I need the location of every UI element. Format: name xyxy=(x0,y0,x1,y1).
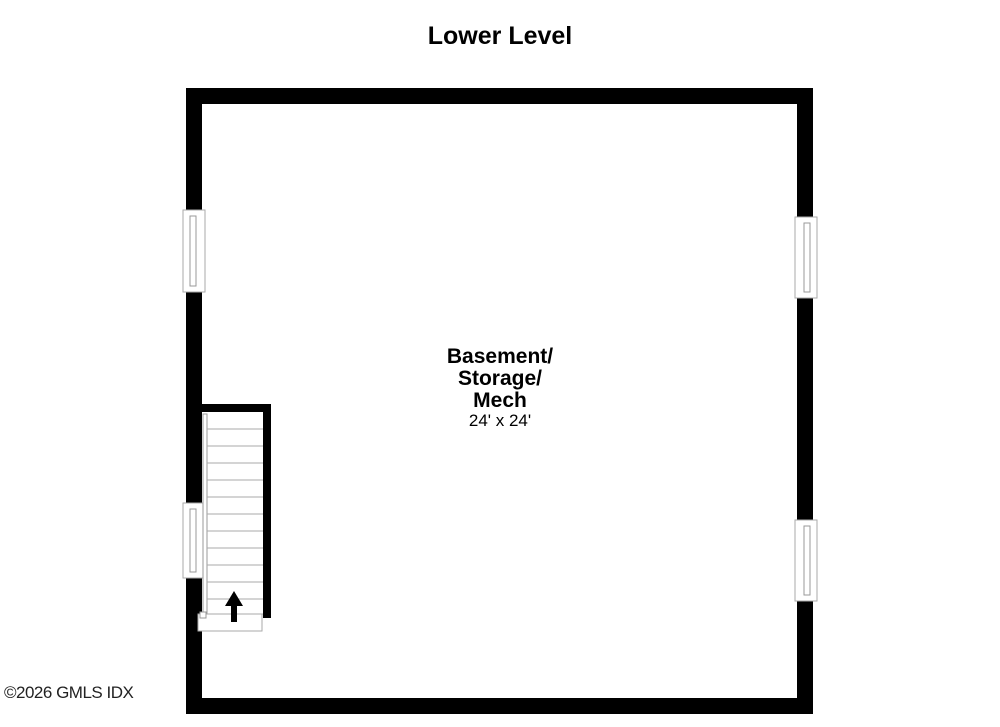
room-name-line: Mech xyxy=(473,389,527,412)
window-right-lower xyxy=(794,519,818,602)
room-name-line: Storage/ xyxy=(457,367,543,390)
window-left-lower xyxy=(182,502,206,579)
window-left-upper xyxy=(182,209,206,293)
floor-title: Lower Level xyxy=(427,22,573,50)
staircase xyxy=(197,404,271,632)
room-dimensions: 24' x 24' xyxy=(468,411,532,430)
copyright-watermark: ©2026 GMLS IDX xyxy=(4,683,134,702)
room-name-line: Basement/ xyxy=(446,345,554,368)
room-label-basement: Basement/ Storage/ Mech 24' x 24' xyxy=(400,346,600,430)
stair-up-arrow-icon xyxy=(225,591,243,622)
window-right-upper xyxy=(794,216,818,299)
